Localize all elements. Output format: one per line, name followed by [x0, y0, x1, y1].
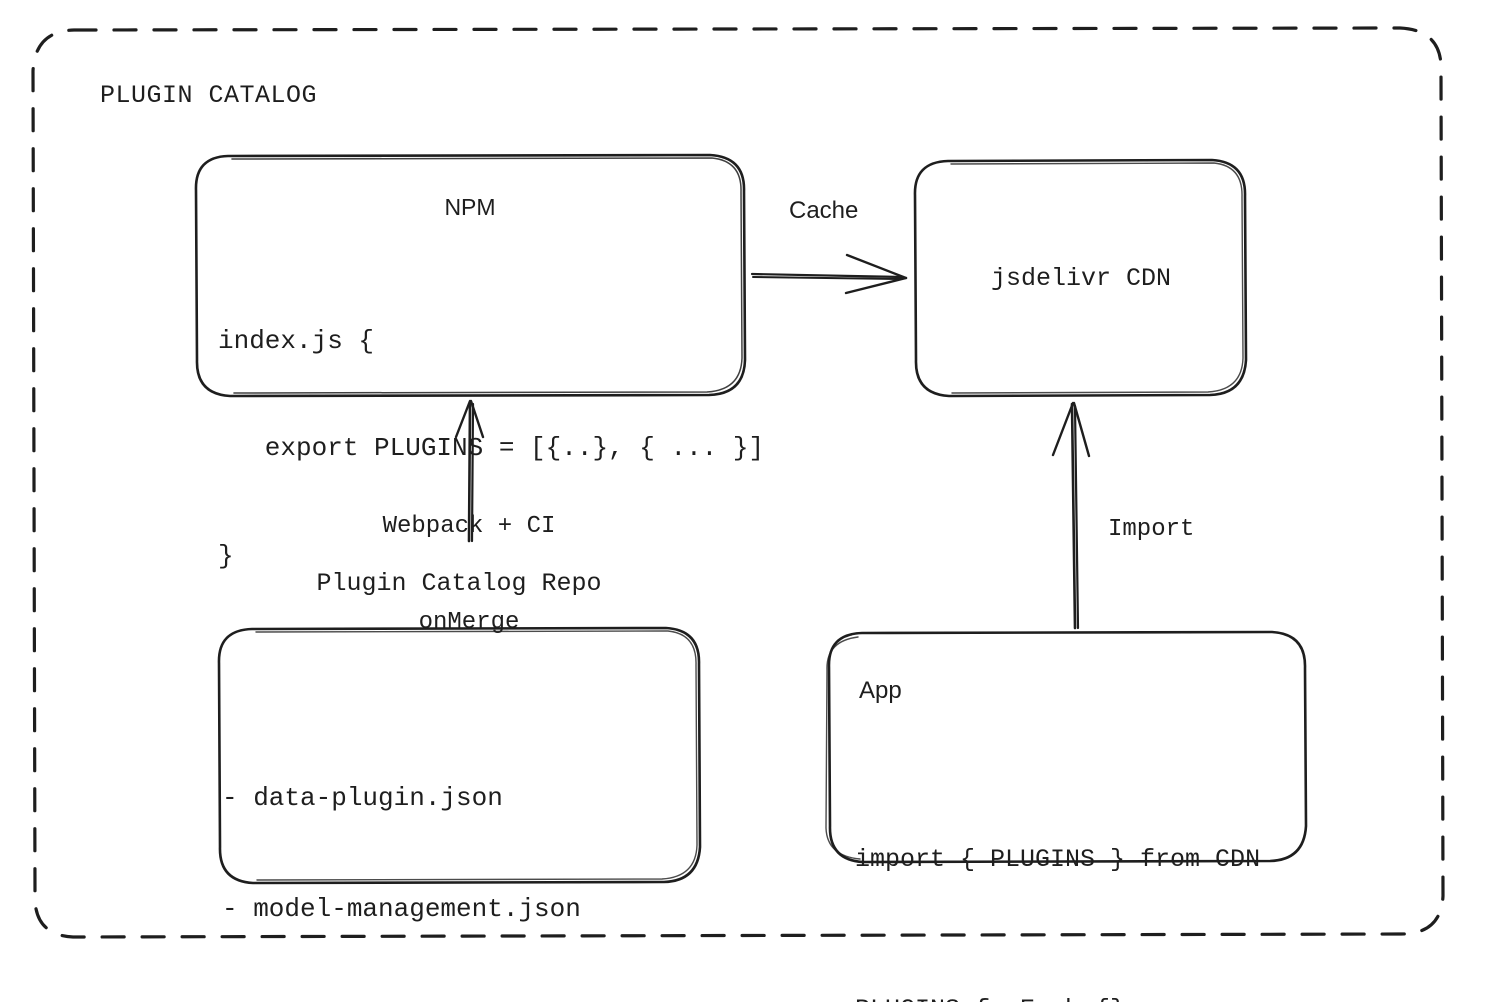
cache-edge-label: Cache — [789, 197, 859, 224]
cdn-node-title: jsdelivr CDN — [990, 264, 1172, 293]
npm-node-title: NPM — [444, 194, 496, 220]
npm-code-line-1: index.js { — [218, 325, 375, 356]
app-code-block: import { PLUGINS } from CDN PLUGINS.forE… — [855, 735, 1260, 1002]
import-edge-label: Import — [1108, 516, 1195, 543]
repo-file-list: - data-plugin.json - model-management.js… — [222, 706, 581, 1002]
app-node-shape[interactable] — [825, 630, 1308, 864]
group-title: PLUGIN CATALOG — [100, 81, 318, 110]
cdn-node-shape[interactable] — [913, 158, 1248, 398]
build-arrow — [454, 399, 485, 543]
repo-file-item: - model-management.json — [222, 893, 581, 924]
repo-node-caption: Plugin Catalog Repo — [316, 569, 602, 598]
build-edge-label-line-2: onMerge — [418, 608, 520, 636]
npm-code-block: index.js { export PLUGINS = [{..}, { ...… — [218, 252, 764, 647]
repo-node-shape[interactable] — [217, 626, 702, 885]
app-code-line-2: PLUGINS.forEach {} — [855, 985, 1260, 1002]
npm-node-shape[interactable] — [194, 153, 747, 398]
npm-code-line-2: export PLUGINS = [{..}, { ... }] — [218, 433, 765, 464]
cache-arrow — [750, 253, 908, 295]
app-code-line-1: import { PLUGINS } from CDN — [855, 845, 1261, 874]
import-arrow — [1051, 401, 1091, 630]
npm-code-line-3: } — [218, 541, 234, 571]
build-edge-label: Webpack + CI onMerge — [302, 447, 636, 702]
repo-file-item: - data-plugin.json — [222, 782, 503, 813]
app-node-title: App — [859, 677, 902, 704]
build-edge-label-line-1: Webpack + CI — [382, 512, 556, 540]
plugin-catalog-group-border — [31, 26, 1445, 939]
